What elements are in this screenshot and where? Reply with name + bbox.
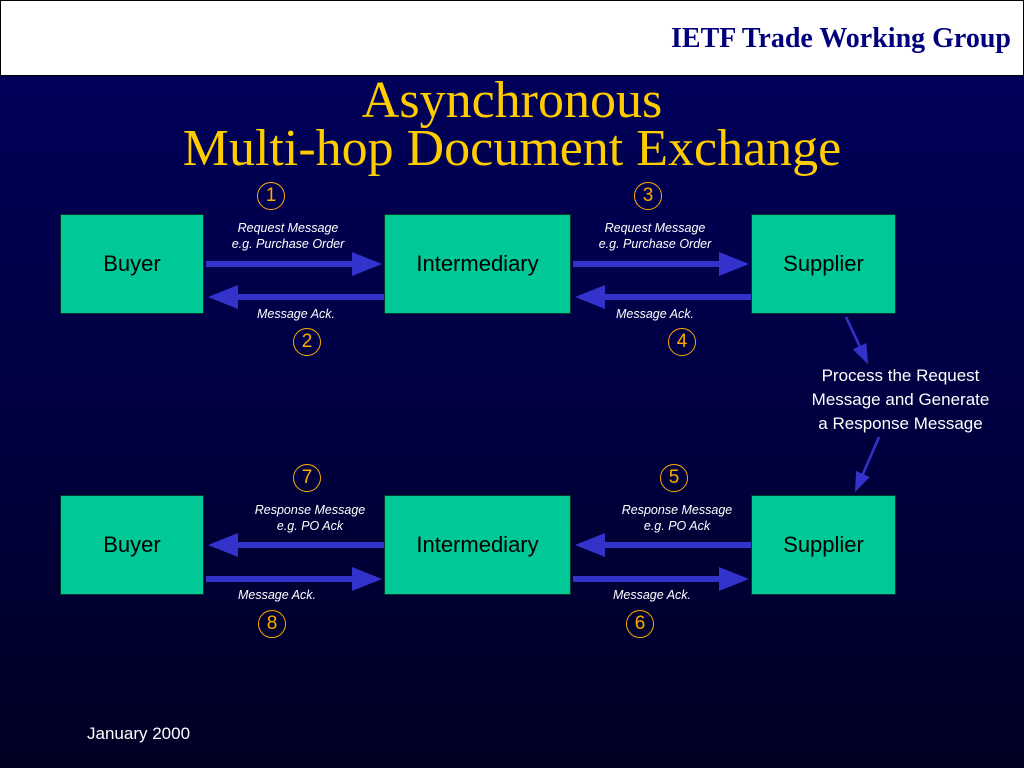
label-request-right-line-1: Request Message	[604, 221, 706, 235]
step-1: 1	[257, 182, 285, 210]
node-buyer-response: Buyer	[60, 495, 204, 595]
label-response-right-line-1: Response Message	[621, 503, 733, 517]
label-ack-right-response: Message Ack.	[612, 588, 692, 602]
label-request-left: Request Message e.g. Purchase Order	[218, 220, 358, 252]
process-note-line-3: a Response Message	[818, 414, 983, 433]
step-2: 2	[293, 328, 321, 356]
node-intermediary-request: Intermediary	[384, 214, 571, 314]
label-response-right-line-2: e.g. PO Ack	[643, 519, 711, 533]
process-note-line-1: Process the Request	[821, 366, 980, 385]
process-note: Process the Request Message and Generate…	[788, 364, 1013, 436]
label-ack-left-response: Message Ack.	[237, 588, 317, 602]
label-response-left: Response Message e.g. PO Ack	[240, 502, 380, 534]
step-5: 5	[660, 464, 688, 492]
label-response-left-line-1: Response Message	[254, 503, 366, 517]
node-intermediary-response: Intermediary	[384, 495, 571, 595]
slide-title-line-2: Multi-hop Document Exchange	[182, 120, 842, 177]
label-ack-right-request: Message Ack.	[615, 307, 695, 321]
label-response-left-line-2: e.g. PO Ack	[276, 519, 344, 533]
label-response-right: Response Message e.g. PO Ack	[607, 502, 747, 534]
node-buyer-request: Buyer	[60, 214, 204, 314]
label-request-left-line-2: e.g. Purchase Order	[231, 237, 345, 251]
step-4: 4	[668, 328, 696, 356]
step-8: 8	[258, 610, 286, 638]
node-supplier-response: Supplier	[751, 495, 896, 595]
process-note-line-2: Message and Generate	[811, 390, 990, 409]
label-request-left-line-1: Request Message	[237, 221, 339, 235]
label-ack-left-request: Message Ack.	[256, 307, 336, 321]
step-3: 3	[634, 182, 662, 210]
label-request-right: Request Message e.g. Purchase Order	[585, 220, 725, 252]
slide-title-line-1: Asynchronous	[361, 72, 663, 129]
label-request-right-line-2: e.g. Purchase Order	[598, 237, 712, 251]
step-6: 6	[626, 610, 654, 638]
arrow-process-to-supplier	[854, 436, 881, 493]
arrow-supplier-to-process	[844, 316, 869, 365]
header-title: IETF Trade Working Group	[671, 23, 1011, 54]
footer-date: January 2000	[87, 724, 191, 743]
node-supplier-request: Supplier	[751, 214, 896, 314]
header-bar: IETF Trade Working Group	[0, 0, 1024, 76]
step-7: 7	[293, 464, 321, 492]
